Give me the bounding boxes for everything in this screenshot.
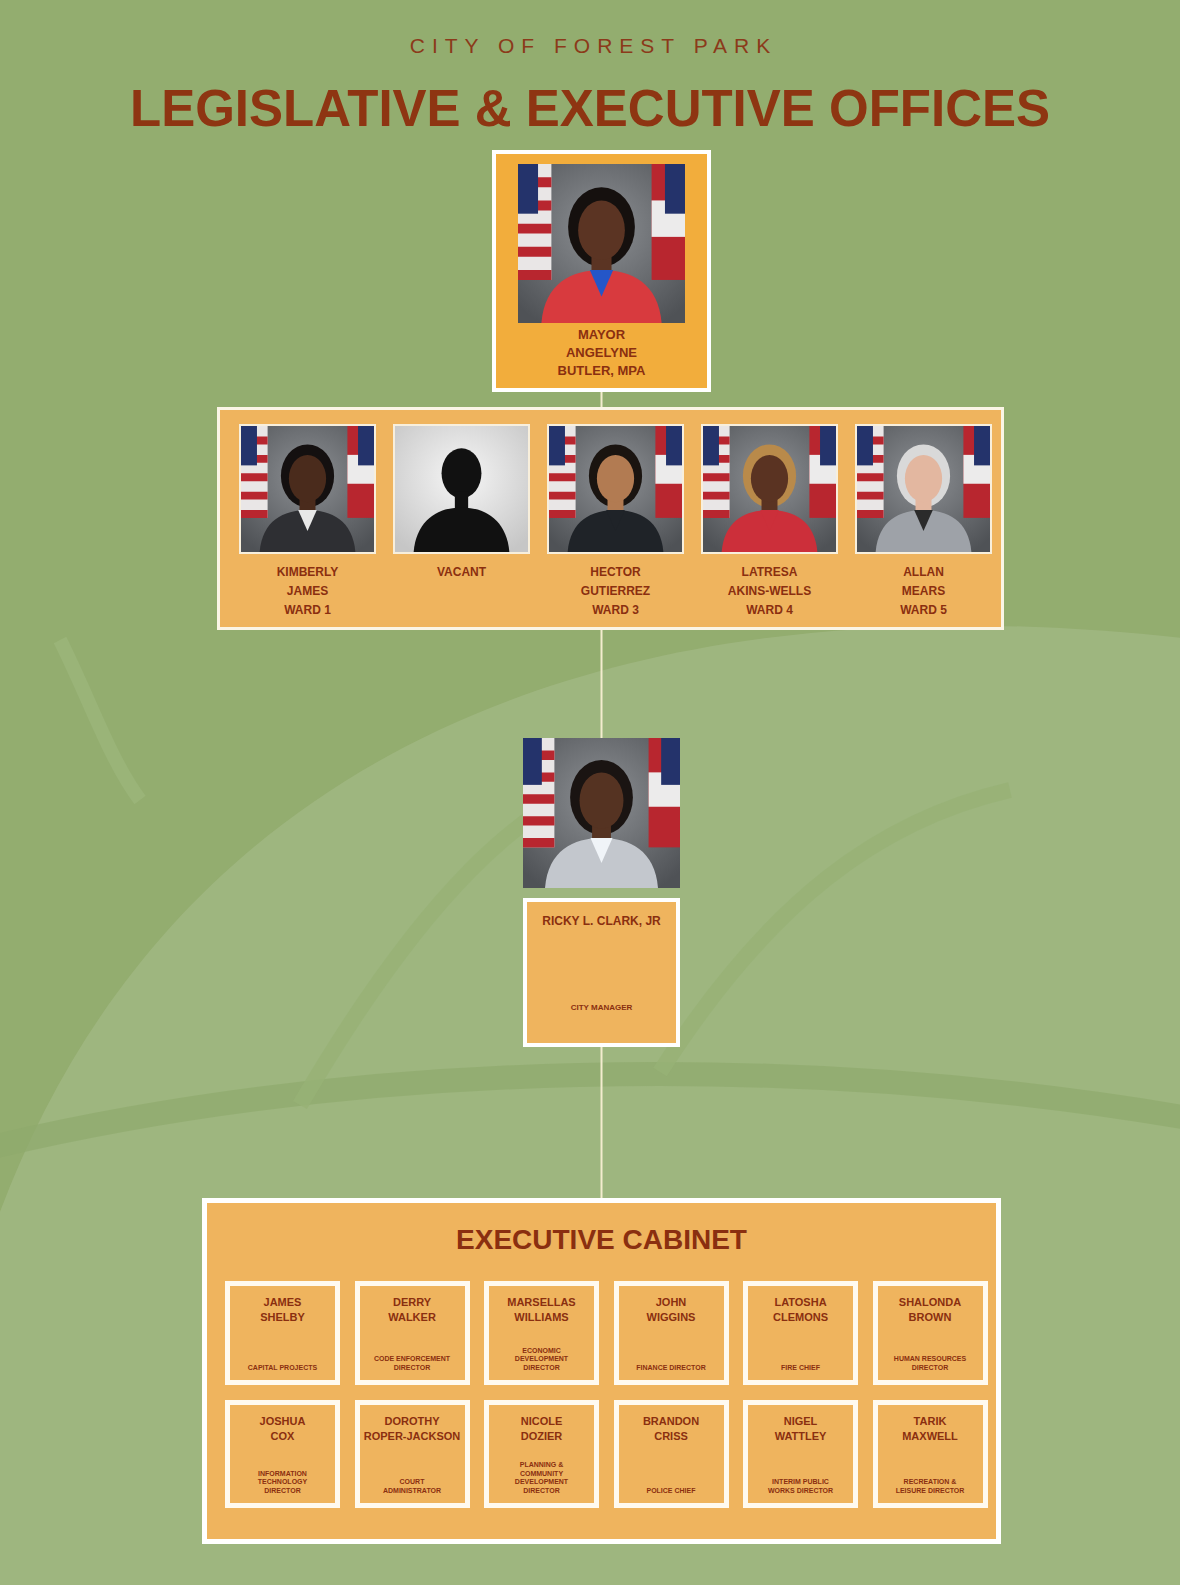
role-label: PLANNING & COMMUNITY DEVELOPMENT DIRECTO… (503, 1461, 581, 1495)
portrait-photo (547, 424, 684, 554)
person-name: NIGEL WATTLEY (751, 1414, 850, 1444)
role-label: WARD 5 (900, 601, 947, 620)
person-name: RICKY L. CLARK, JR (542, 914, 660, 929)
vacant-silhouette (393, 424, 530, 554)
council-member: ALLAN MEARSWARD 5 (855, 424, 992, 624)
person-name: LATOSHA CLEMONS (751, 1295, 850, 1325)
cabinet-member-box: JAMES SHELBY CAPITAL PROJECTS (225, 1281, 340, 1385)
cabinet-member-box: NICOLE DOZIER PLANNING & COMMUNITY DEVELO… (484, 1400, 599, 1508)
role-label: WARD 1 (284, 601, 331, 620)
portrait-photo (701, 424, 838, 554)
cabinet-member-box: DOROTHY ROPER-JACKSON COURT ADMINISTRATOR (355, 1400, 470, 1508)
city-manager-box: RICKY L. CLARK, JR CITY MANAGER (523, 738, 680, 1047)
council-band: KIMBERLY JAMESWARD 1 VACANT HECTOR GUTIERR… (217, 407, 1004, 630)
connector-line (601, 1047, 603, 1198)
cabinet-member-box: LATOSHA CLEMONS FIRE CHIEF (743, 1281, 858, 1385)
cabinet-member-box: BRANDON CRISS POLICE CHIEF (614, 1400, 729, 1508)
person-name: SHALONDA BROWN (881, 1295, 980, 1325)
role-label: CODE ENFORCEMENT DIRECTOR (373, 1355, 451, 1372)
person-name: JAMES SHELBY (233, 1295, 332, 1325)
role-label: CITY MANAGER (571, 1003, 633, 1013)
cabinet-member-box: DERRY WALKER CODE ENFORCEMENT DIRECTOR (355, 1281, 470, 1385)
person-name: NICOLE DOZIER (492, 1414, 591, 1444)
office-title: MAYOR (578, 326, 625, 344)
portrait-photo (523, 738, 680, 888)
person-name: MARSELLAS WILLIAMS (492, 1295, 591, 1325)
portrait-photo (518, 164, 685, 323)
portrait-photo (855, 424, 992, 554)
connector-line (601, 392, 603, 407)
person-name: HECTOR GUTIERREZ (547, 563, 684, 601)
role-label: HUMAN RESOURCES DIRECTOR (891, 1355, 969, 1372)
person-name: ALLAN MEARS (855, 563, 992, 601)
cabinet-member-box: MARSELLAS WILLIAMS ECONOMIC DEVELOPMENT D… (484, 1281, 599, 1385)
cabinet-member-box: JOHN WIGGINS FINANCE DIRECTOR (614, 1281, 729, 1385)
role-label: ANGELYNE BUTLER, MPA (546, 344, 658, 380)
role-label: POLICE CHIEF (646, 1487, 695, 1496)
connector-line (601, 630, 603, 738)
person-name: BRANDON CRISS (622, 1414, 721, 1444)
page-subtitle: CITY OF FOREST PARK (0, 33, 1180, 59)
role-label: COURT ADMINISTRATOR (373, 1478, 451, 1495)
person-name: LATRESA AKINS-WELLS (701, 563, 838, 601)
cabinet-member-box: JOSHUA COX INFORMATION TECHNOLOGY DIRECTO… (225, 1400, 340, 1508)
portrait-photo (239, 424, 376, 554)
cabinet-heading: EXECUTIVE CABINET (207, 1203, 996, 1257)
person-name: DOROTHY ROPER-JACKSON (363, 1414, 462, 1444)
role-label: ECONOMIC DEVELOPMENT DIRECTOR (503, 1347, 581, 1373)
page-title: LEGISLATIVE & EXECUTIVE OFFICES (0, 78, 1180, 140)
role-label: RECREATION & LEISURE DIRECTOR (891, 1478, 969, 1495)
council-member: KIMBERLY JAMESWARD 1 (239, 424, 376, 624)
cabinet-panel: EXECUTIVE CABINET JAMES SHELBY CAPITAL PRO… (202, 1198, 1001, 1544)
council-member: VACANT (393, 424, 530, 624)
role-label: WARD 4 (746, 601, 793, 620)
cabinet-member-box: NIGEL WATTLEY INTERIM PUBLIC WORKS DIRECT… (743, 1400, 858, 1508)
council-member: HECTOR GUTIERREZWARD 3 (547, 424, 684, 624)
role-label: INFORMATION TECHNOLOGY DIRECTOR (244, 1470, 322, 1496)
person-name: DERRY WALKER (363, 1295, 462, 1325)
manager-name-plate: RICKY L. CLARK, JR CITY MANAGER (523, 898, 680, 1047)
role-label: FIRE CHIEF (781, 1364, 820, 1373)
person-name: JOSHUA COX (233, 1414, 332, 1444)
role-label: INTERIM PUBLIC WORKS DIRECTOR (762, 1478, 840, 1495)
cabinet-member-box: SHALONDA BROWN HUMAN RESOURCES DIRECTOR (873, 1281, 988, 1385)
person-name: KIMBERLY JAMES (239, 563, 376, 601)
cabinet-member-box: TARIK MAXWELL RECREATION & LEISURE DIRECT… (873, 1400, 988, 1508)
role-label: FINANCE DIRECTOR (636, 1364, 705, 1373)
person-name: TARIK MAXWELL (881, 1414, 980, 1444)
person-name: JOHN WIGGINS (622, 1295, 721, 1325)
role-label: WARD 3 (592, 601, 639, 620)
person-name: VACANT (437, 563, 486, 582)
council-member: LATRESA AKINS-WELLSWARD 4 (701, 424, 838, 624)
mayor-box: MAYORANGELYNE BUTLER, MPA (492, 150, 711, 392)
role-label: CAPITAL PROJECTS (248, 1364, 317, 1373)
